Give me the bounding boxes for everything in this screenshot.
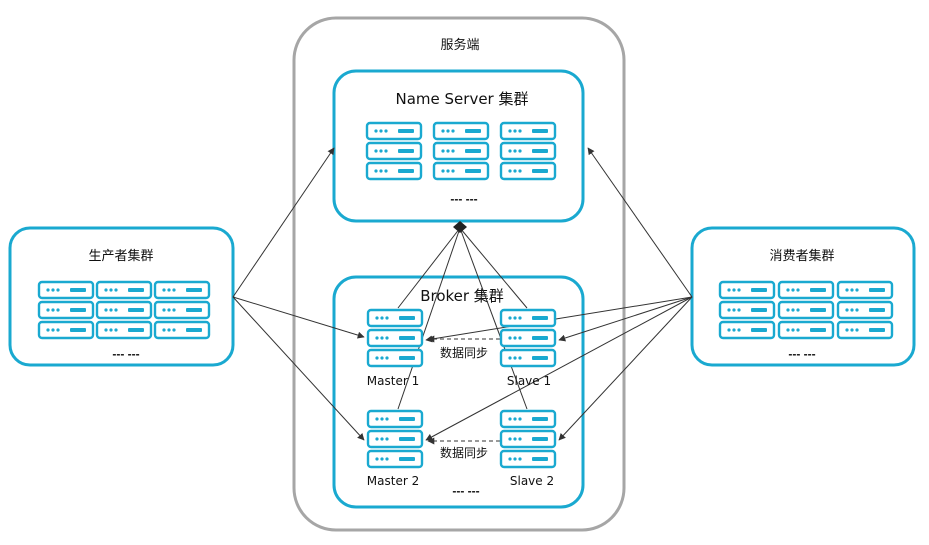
edge-consumer-master1: [425, 296, 693, 343]
slave2-label: Slave 2: [510, 474, 554, 488]
server-rack-icon: [718, 280, 776, 340]
server-rack-icon: [366, 409, 424, 469]
server-rack-icon: [37, 280, 95, 340]
edge-master2-nameserver: [397, 227, 461, 410]
edge-master1-nameserver: [397, 227, 461, 309]
server-rack-icon: [777, 280, 835, 340]
edge-slave2-nameserver: [459, 227, 528, 410]
consumer-more: --- ---: [788, 347, 815, 361]
edge-consumer-slave2: [558, 296, 693, 441]
edge-producer-master2: [232, 296, 365, 441]
server-rack-icon: [499, 121, 557, 181]
slave1-label: Slave 1: [507, 374, 551, 388]
server-rack-icon: [499, 409, 557, 469]
edge-consumer-master2: [425, 296, 693, 441]
edge-consumer-slave1: [558, 296, 693, 342]
edge-producer-master1: [232, 296, 365, 339]
server-rack-icon: [365, 121, 423, 181]
master2-label: Master 2: [367, 474, 419, 488]
server-rack-icon: [366, 308, 424, 368]
server-side-title: 服务端: [440, 37, 479, 53]
producer-more: --- ---: [112, 347, 139, 361]
sync-label-2: 数据同步: [440, 445, 488, 460]
server-rack-icon: [153, 280, 211, 340]
edge-slave1-nameserver: [459, 227, 528, 309]
edge-producer-nameserver: [232, 147, 335, 298]
server-rack-icon: [499, 308, 557, 368]
master1-label: Master 1: [367, 374, 419, 388]
consumer-title: 消费者集群: [769, 248, 834, 264]
name-server-more: --- ---: [450, 192, 477, 206]
edge-consumer-nameserver: [587, 147, 693, 298]
name-server-title: Name Server 集群: [396, 90, 529, 108]
server-rack-icon: [95, 280, 153, 340]
producer-title: 生产者集群: [88, 248, 153, 264]
broker-more: --- ---: [452, 484, 479, 498]
broker-title: Broker 集群: [420, 287, 504, 305]
convergence-diamond: [453, 221, 467, 233]
server-rack-icon: [432, 121, 490, 181]
connections: [232, 147, 693, 445]
server-rack-icon: [836, 280, 894, 340]
sync-label-1: 数据同步: [440, 345, 488, 360]
